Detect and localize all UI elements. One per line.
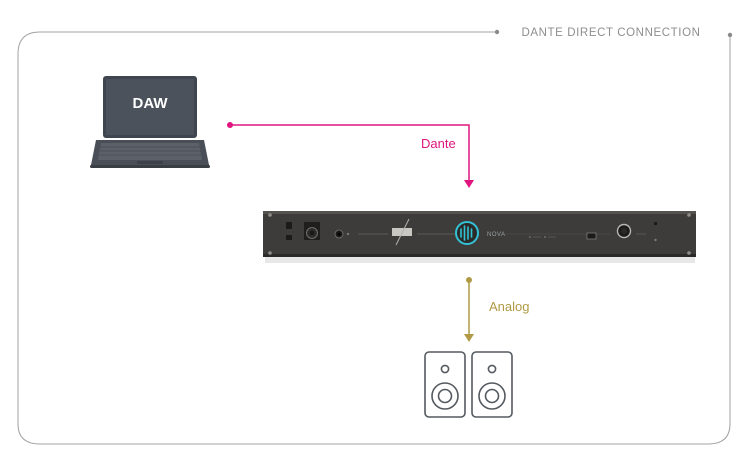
frame-end-dot-right (727, 32, 733, 38)
dante-connection-label: Dante (421, 136, 456, 151)
dante-connection-line (230, 124, 470, 180)
nova-rack-device (263, 211, 696, 263)
speaker-right-icon (471, 351, 513, 418)
device-label: NOVA (487, 232, 506, 238)
analog-arrowhead (464, 334, 474, 342)
speaker-left-icon (424, 351, 466, 418)
diagram-title: DANTE DIRECT CONNECTION (505, 25, 717, 41)
dante-arrowhead (464, 180, 474, 188)
laptop-label: DAW (132, 95, 168, 112)
frame-end-dot-left (494, 29, 500, 35)
analog-connection-label: Analog (489, 299, 530, 314)
diagram-frame (17, 31, 731, 445)
laptop-icon (90, 76, 210, 168)
